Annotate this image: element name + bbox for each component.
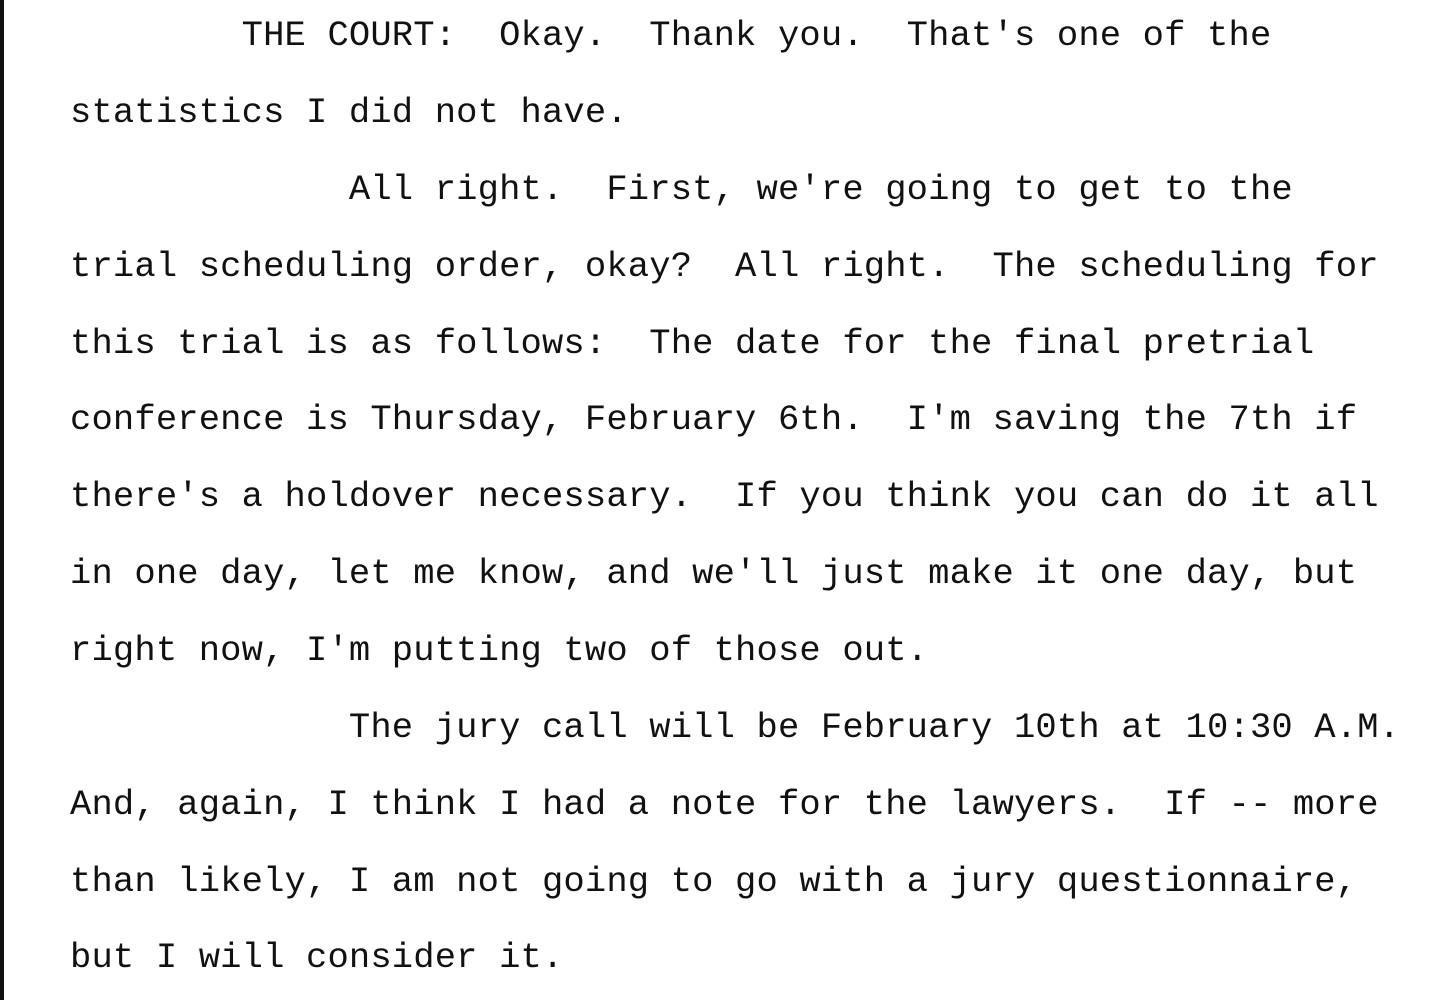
transcript-line-13: but I will consider it. (70, 937, 564, 978)
transcript-line-6: conference is Thursday, February 6th. I'… (70, 399, 1358, 440)
left-margin-rule (0, 0, 4, 1000)
transcript-line-10: The jury call will be February 10th at 1… (70, 707, 1401, 748)
transcript-line-5: this trial is as follows: The date for t… (70, 323, 1315, 364)
transcript-line-12: than likely, I am not going to go with a… (70, 861, 1358, 902)
transcript-line-1: THE COURT: Okay. Thank you. That's one o… (70, 15, 1272, 56)
transcript-line-7: there's a holdover necessary. If you thi… (70, 476, 1379, 517)
transcript-line-8: in one day, let me know, and we'll just … (70, 553, 1358, 594)
transcript-line-11: And, again, I think I had a note for the… (70, 784, 1379, 825)
transcript-line-4: trial scheduling order, okay? All right.… (70, 246, 1379, 287)
transcript-line-2: statistics I did not have. (70, 92, 628, 133)
transcript-line-9: right now, I'm putting two of those out. (70, 630, 929, 671)
transcript-line-3: All right. First, we're going to get to … (70, 169, 1293, 210)
